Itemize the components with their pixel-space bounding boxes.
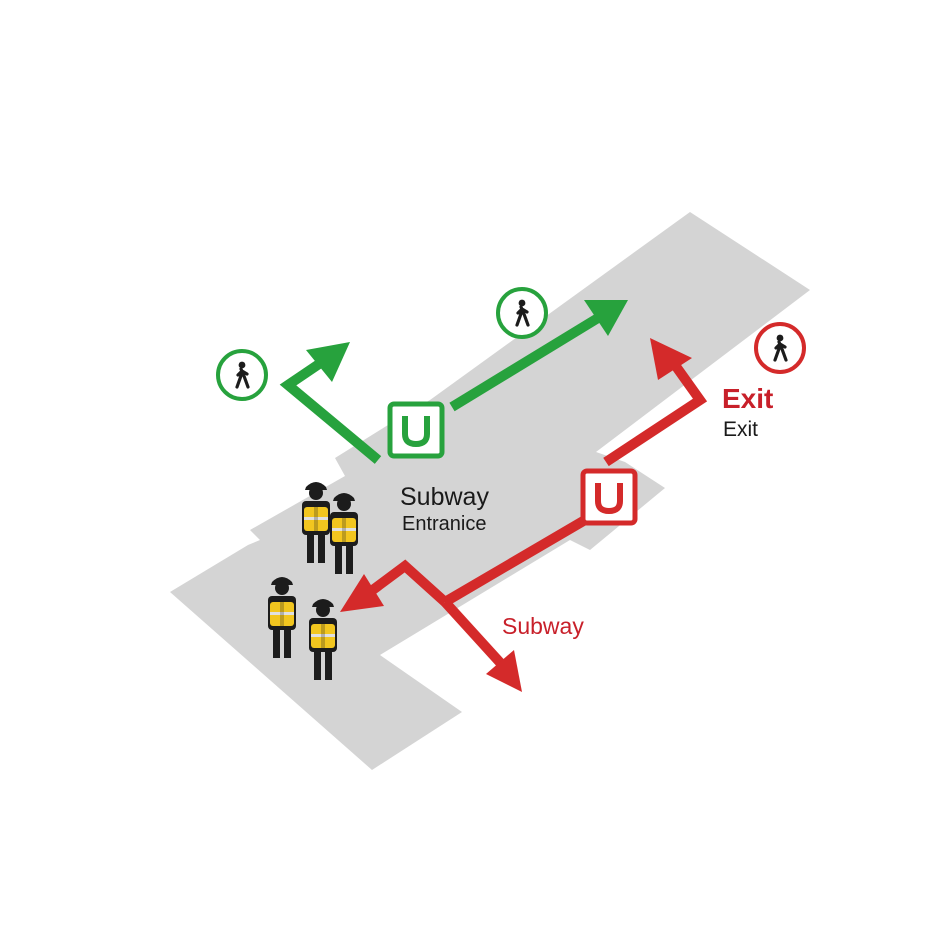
pedestrian-icon <box>754 322 806 374</box>
subway-entrance-icon <box>387 401 445 459</box>
pedestrian-icon <box>216 349 268 401</box>
floor-plan <box>170 212 810 770</box>
exit-arrowhead-up <box>650 338 692 380</box>
entrance-route <box>279 300 628 464</box>
entrance-arrowhead-left <box>306 342 350 382</box>
entrance-arrow-left <box>279 357 382 464</box>
entrance-arrow-right <box>449 313 601 412</box>
entrance-title: Subway <box>400 483 489 511</box>
exit-arrowhead-subway <box>486 650 522 692</box>
subway-route-label: Subway <box>502 613 584 639</box>
exit-arrowhead-officers <box>340 574 384 612</box>
exit-arrow-subway <box>441 598 509 672</box>
exit-arrow-up <box>603 355 708 467</box>
concourse-floor <box>170 212 810 770</box>
exit-title: Exit <box>722 383 773 414</box>
subway-exit-icon <box>580 468 638 526</box>
exit-arrow-to-officers <box>367 559 449 606</box>
exit-subtitle: Exit <box>723 418 758 441</box>
entrance-subtitle: Entranice <box>402 513 487 535</box>
pedestrian-icon <box>496 287 548 339</box>
exit-route <box>340 338 708 692</box>
entrance-arrowhead-right <box>584 300 628 336</box>
exit-arrow-down-main <box>442 515 588 607</box>
